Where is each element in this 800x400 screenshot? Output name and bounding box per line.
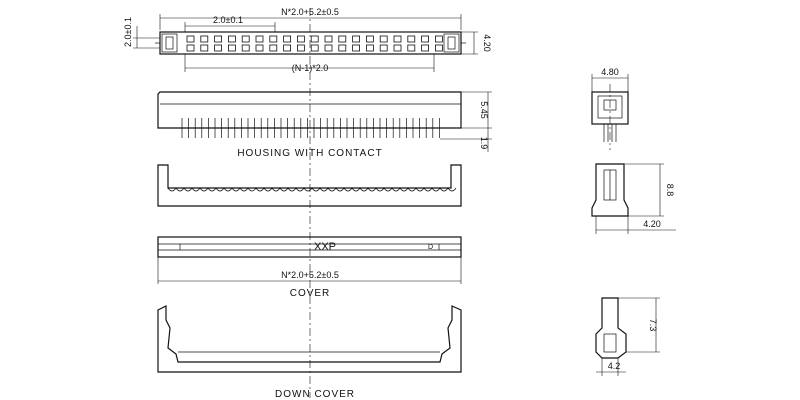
contact-cell xyxy=(379,35,388,43)
side-down-cover-body xyxy=(595,297,627,359)
contact-cell xyxy=(310,44,319,52)
contact-cell xyxy=(352,35,361,43)
down-cover-view: DOWN COVER xyxy=(157,305,462,400)
contact-cell xyxy=(421,35,430,43)
contact-cell xyxy=(283,35,292,43)
contact-cell xyxy=(255,35,264,43)
contact-cell xyxy=(421,44,430,52)
cover-view xyxy=(157,164,462,207)
contact-cell xyxy=(434,35,443,43)
contact-cell xyxy=(269,44,278,52)
contact-cell xyxy=(296,35,305,43)
dim-pin-length: 1.9 xyxy=(479,137,489,150)
label-down-cover: DOWN COVER xyxy=(275,389,355,400)
contact-cell xyxy=(200,44,209,52)
contact-cell xyxy=(324,35,333,43)
contact-cell xyxy=(241,35,250,43)
dim-cover-side-height: 8.8 xyxy=(665,184,675,197)
dim-cover-side-width: 4.20 xyxy=(643,219,661,229)
contact-cell xyxy=(241,44,250,52)
contact-cell xyxy=(352,44,361,52)
top-view-contacts xyxy=(186,35,443,52)
cover-marking: XXP xyxy=(314,241,336,253)
contact-cell xyxy=(255,44,264,52)
contact-cell xyxy=(379,44,388,52)
contact-cell xyxy=(186,44,195,52)
cover-profile xyxy=(157,164,462,207)
contact-cell xyxy=(269,35,278,43)
dim-down-cover-height: 7.3 xyxy=(648,319,658,332)
contact-cell xyxy=(365,44,374,52)
top-view: N*2.0+5.2±0.5 2.0±0.1 2.0±0.1 4.20 (N-1)… xyxy=(123,7,492,73)
dim-down-cover-width: 4.2 xyxy=(608,361,621,371)
dim-top-height: 4.20 xyxy=(482,34,492,52)
dim-side-width: 4.80 xyxy=(601,67,619,77)
contact-cell xyxy=(338,44,347,52)
dim-left-height: 2.0±0.1 xyxy=(123,17,133,47)
contact-cell xyxy=(296,44,305,52)
contact-cell xyxy=(393,44,402,52)
contact-cell xyxy=(407,35,416,43)
contact-cell xyxy=(214,35,223,43)
label-cover: COVER xyxy=(290,288,331,299)
down-cover-profile xyxy=(157,305,462,373)
contact-cell xyxy=(214,44,223,52)
housing-contacts xyxy=(181,118,440,138)
dim-pitch: 2.0±0.1 xyxy=(213,15,243,25)
contact-cell xyxy=(407,44,416,52)
dim-housing-height: 5.45 xyxy=(479,101,489,119)
contact-cell xyxy=(365,35,374,43)
contact-cell xyxy=(283,44,292,52)
contact-cell xyxy=(393,35,402,43)
contact-cell xyxy=(227,35,236,43)
cover-top-view: XXP D N*2.0+5.2±0.5 COVER xyxy=(157,236,462,299)
side-view-cover: 8.8 4.20 xyxy=(591,163,676,234)
contact-cell xyxy=(186,35,195,43)
contact-cell xyxy=(338,35,347,43)
label-housing: HOUSING WITH CONTACT xyxy=(237,148,382,159)
housing-body xyxy=(157,91,462,129)
contact-cell xyxy=(324,44,333,52)
cover-mark-small: D xyxy=(428,244,433,251)
cover-top-body xyxy=(157,236,462,258)
side-view-down-cover: 7.3 4.2 xyxy=(595,297,660,376)
housing-view: 5.45 1.9 HOUSING WITH CONTACT xyxy=(157,91,492,159)
side-view-housing: 4.80 xyxy=(591,67,629,150)
contact-cell xyxy=(434,44,443,52)
contact-cell xyxy=(200,35,209,43)
contact-cell xyxy=(227,44,236,52)
contact-cell xyxy=(310,35,319,43)
cover-wave-edge xyxy=(167,187,457,192)
